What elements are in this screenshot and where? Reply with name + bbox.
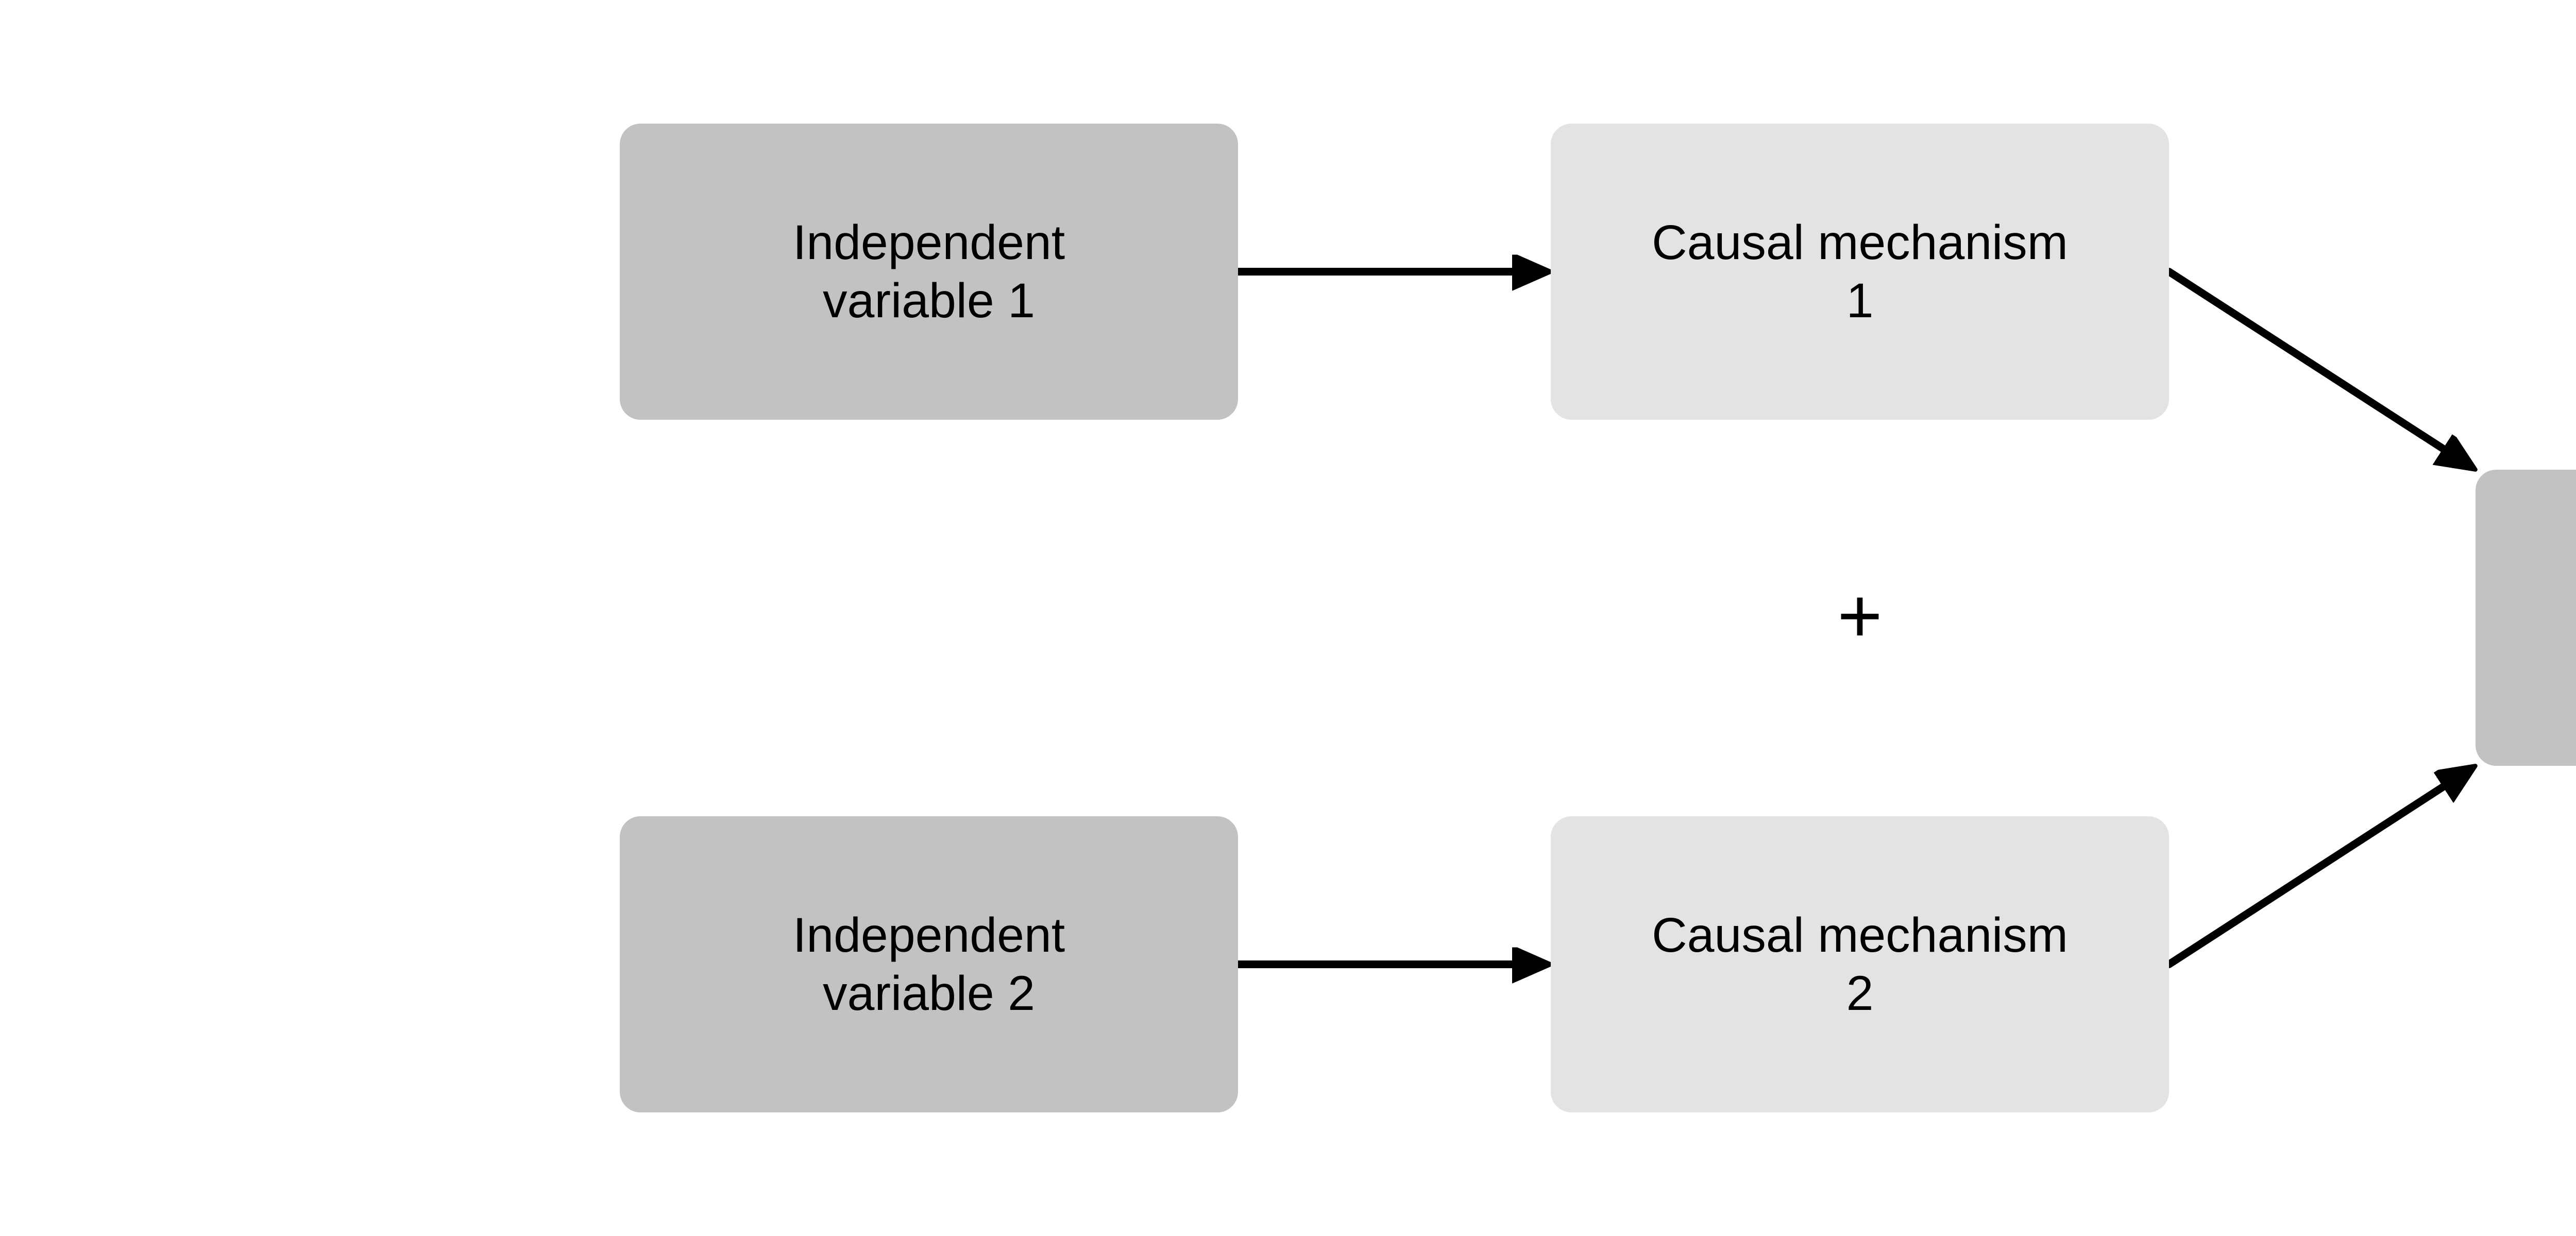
plus-symbol: + [1837,572,1883,659]
node-label: Independent variable 1 [792,215,1065,328]
node-causal-mechanism-1: Causal mechanism 1 [1551,124,2169,420]
node-independent-variable-2: Independent variable 2 [620,816,1238,1112]
node-dependent-variable: Dependent variable [2476,470,2576,766]
node-label: Causal mechanism 2 [1652,908,2068,1021]
node-causal-mechanism-2: Causal mechanism 2 [1551,816,2169,1112]
arrow-cm1-to-dv [2165,268,2467,465]
arrow-cm2-to-dv [2165,771,2467,968]
node-independent-variable-1: Independent variable 1 [620,124,1238,420]
node-label: Causal mechanism 1 [1652,215,2068,328]
node-label: Independent variable 2 [792,908,1065,1021]
